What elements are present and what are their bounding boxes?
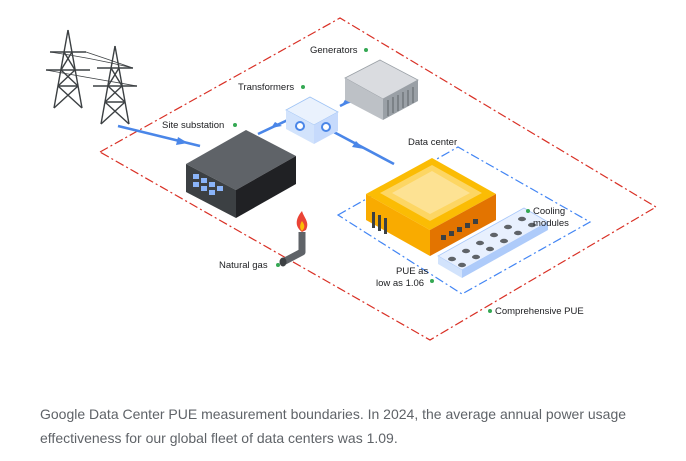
label-generators: Generators bbox=[310, 45, 358, 56]
comprehensive-pue-boundary bbox=[98, 17, 658, 341]
data-center-building bbox=[366, 158, 496, 256]
label-natural-gas: Natural gas bbox=[219, 260, 268, 271]
site-substation bbox=[186, 130, 296, 218]
label-comprehensive-pue: Comprehensive PUE bbox=[495, 306, 584, 317]
label-transformers: Transformers bbox=[238, 82, 294, 93]
generators bbox=[344, 59, 419, 120]
cooling-modules bbox=[437, 207, 549, 278]
natural-gas-pipe bbox=[279, 211, 308, 267]
flame-icon bbox=[296, 211, 308, 232]
label-pue-line1: PUE as bbox=[396, 266, 428, 277]
transmission-tower-icon bbox=[45, 29, 138, 125]
figure-caption: Google Data Center PUE measurement bound… bbox=[40, 406, 627, 446]
label-data-center: Data center bbox=[408, 137, 457, 148]
label-cooling-line2: modules bbox=[533, 218, 569, 229]
pue-boundary-diagram: Generators Transformers Site substation … bbox=[45, 17, 658, 341]
label-cooling-line1: Cooling bbox=[533, 206, 565, 217]
transformers bbox=[285, 96, 339, 144]
label-site-substation: Site substation bbox=[162, 120, 224, 131]
label-pue-line2: low as 1.06 bbox=[376, 278, 424, 289]
